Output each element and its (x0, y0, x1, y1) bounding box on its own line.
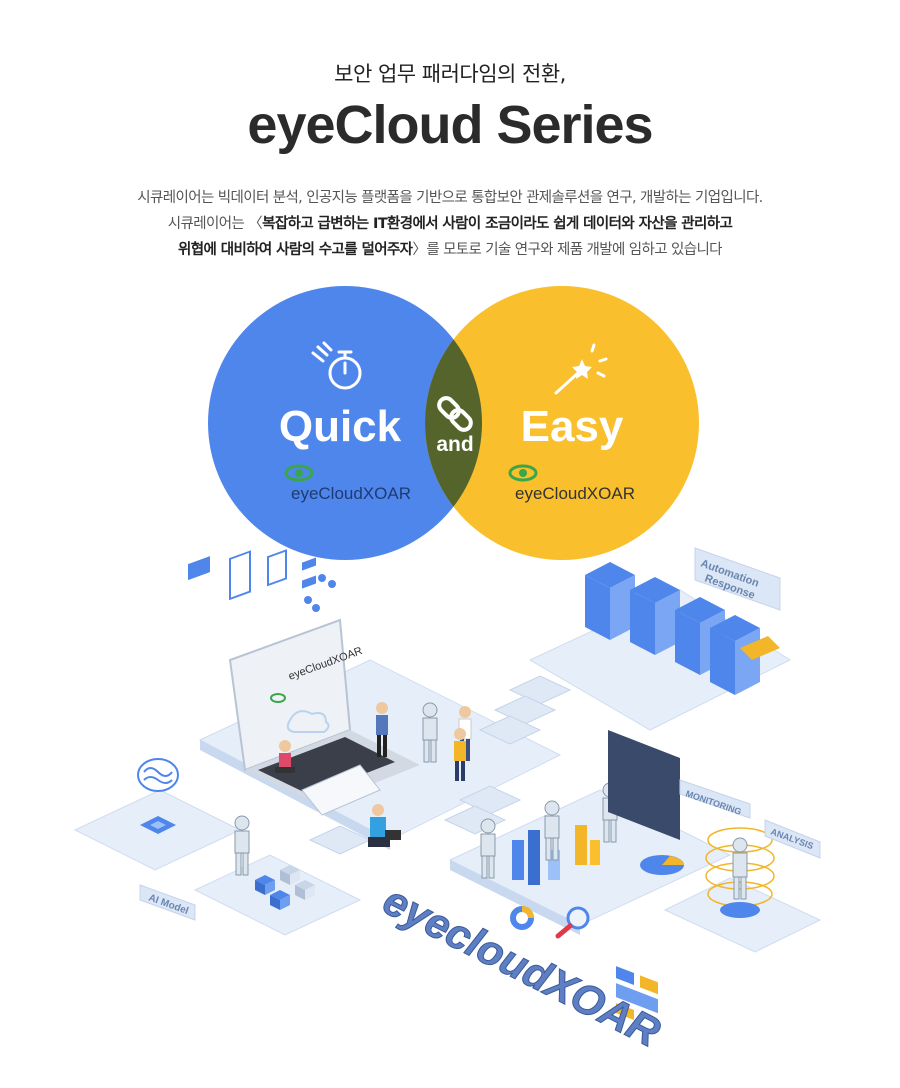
bar-graph-3d (512, 825, 600, 885)
isometric-illustration: eyeCloudXOAR Automation (73, 540, 822, 1057)
quick-logo-text: eyeCloudXOAR (291, 484, 411, 503)
monitoring-tag (679, 779, 751, 819)
page-subtitle: 보안 업무 패러다임의 전환, (334, 62, 566, 86)
description-line-3-emphasis: 위협에 대비하여 사람의 수고를 덜어주자 (178, 242, 413, 258)
link-icon (437, 396, 473, 432)
cpu-chip-icon (140, 816, 176, 834)
quick-label: Quick (279, 402, 402, 451)
pie-chart-3d (640, 855, 684, 875)
robot (234, 815, 250, 876)
business-people (275, 702, 472, 781)
ai-model-tag (139, 884, 196, 921)
description-line-2-prefix: 시큐레이어는 〈 (167, 216, 263, 232)
description-line-3: 위협에 대비하여 사람의 수고를 덜어주자〉를 모토로 기술 연구와 제품 개발… (0, 238, 900, 259)
hologram-rings (705, 827, 775, 918)
person-with-laptop (368, 804, 401, 847)
workflow-diagram (188, 540, 336, 612)
donut-chart-icon (510, 906, 534, 930)
robot (732, 837, 748, 900)
tablet (301, 764, 381, 816)
page-title: eyeCloud Series (247, 95, 653, 155)
easy-circle (425, 286, 699, 560)
magnifier-icon (555, 906, 590, 939)
eye-logo-icon (508, 464, 538, 482)
easy-logo-text: eyeCloudXOAR (515, 484, 635, 503)
description-line-2-emphasis: 복잡하고 급변하는 IT환경에서 사람이 조금이라도 쉽게 데이터와 자산을 관… (262, 216, 733, 232)
stopwatch-icon (311, 341, 362, 390)
description-line-3-suffix: 〉를 모토로 기술 연구와 제품 개발에 임하고 있습니다 (412, 242, 722, 258)
and-label: and (436, 433, 473, 456)
data-cubes (255, 865, 315, 910)
server-racks (585, 562, 780, 695)
eye-logo-icon (284, 464, 314, 482)
analysis-tag (764, 819, 821, 859)
description-line-1: 시큐레이어는 빅데이터 분석, 인공지능 플랫폼을 기반으로 통합보안 관제솔루… (137, 190, 763, 206)
robot (422, 702, 438, 763)
quick-easy-venn-diagram: Quick eyeCloudXOAR and Easy eyeCloudXOAR (208, 286, 699, 560)
description-line-2: 시큐레이어는 〈복잡하고 급변하는 IT환경에서 사람이 조금이라도 쉽게 데이… (0, 212, 900, 233)
brain-icon (137, 758, 179, 792)
quick-circle (208, 286, 482, 560)
magic-wand-icon (554, 343, 608, 395)
automation-response-tag: Automation Response (694, 547, 781, 611)
monitoring-dashboard (608, 730, 680, 1021)
laptop: eyeCloudXOAR (228, 618, 420, 805)
easy-label: Easy (521, 402, 624, 451)
analytics-platform-side (450, 860, 580, 935)
